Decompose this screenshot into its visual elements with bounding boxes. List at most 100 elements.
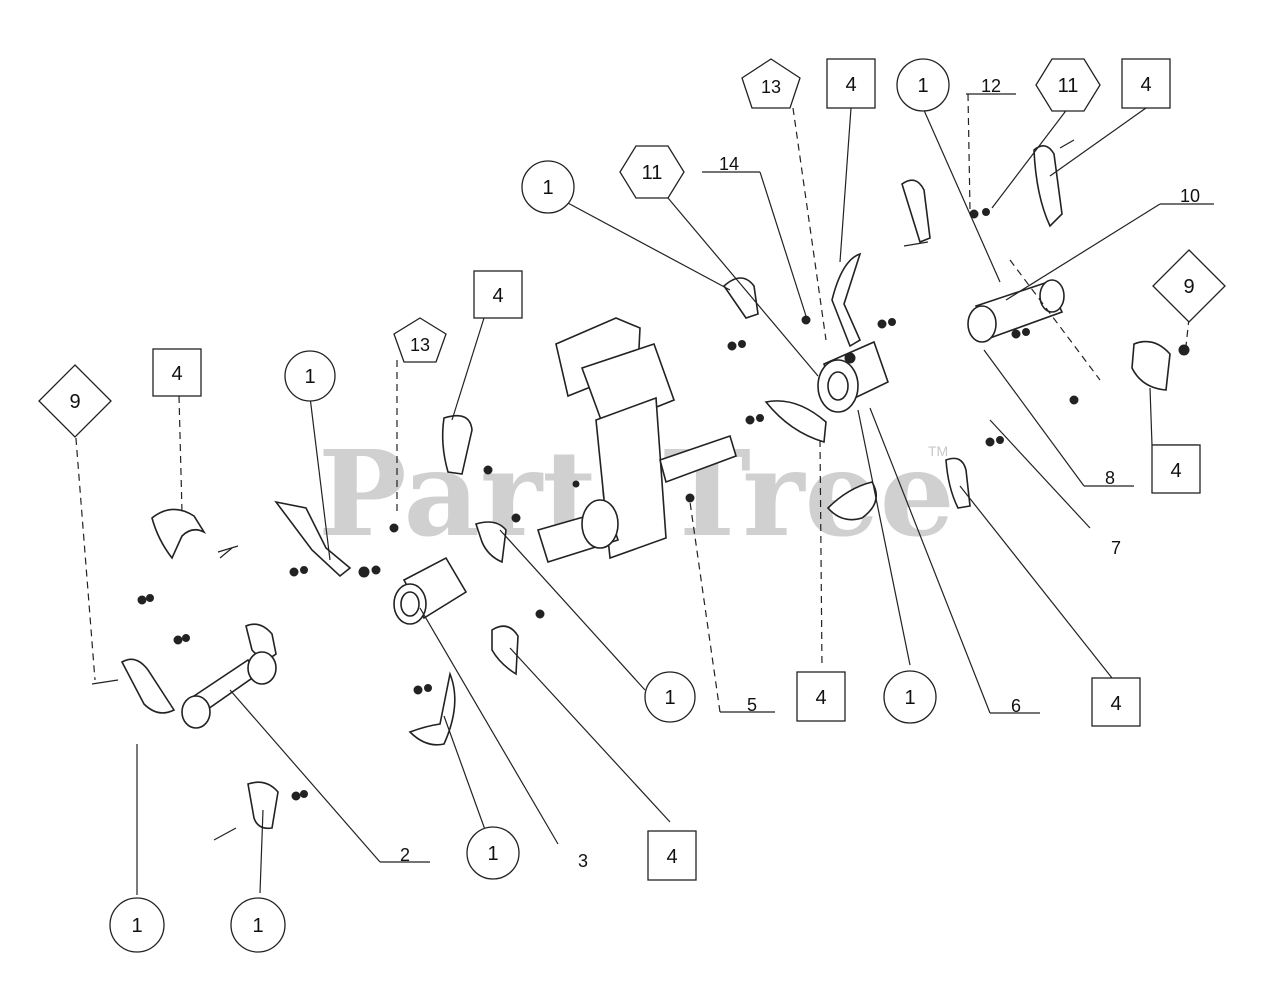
bolt-head [1178, 344, 1190, 356]
leader-6 [869, 407, 991, 714]
leader-9-left [74, 425, 96, 681]
bolt [91, 679, 119, 685]
bolt [219, 547, 233, 559]
svg-text:4: 4 [171, 363, 182, 385]
key [685, 493, 695, 503]
nut [745, 415, 755, 425]
nut [1069, 395, 1079, 405]
gearbox-top-plate [555, 317, 641, 398]
leader-4-right [1149, 387, 1153, 446]
watermark-tm: TM [928, 443, 948, 459]
svg-text:1: 1 [131, 915, 142, 937]
callout-4-g: 4 [1121, 58, 1171, 109]
leader-9-right [1185, 317, 1190, 347]
right-tine-assembly [901, 139, 1190, 509]
nut [358, 566, 370, 578]
svg-text:11: 11 [1058, 75, 1079, 97]
tine-blade [441, 414, 473, 475]
washer [996, 436, 1004, 444]
tine-blade [901, 179, 931, 244]
svg-text:4: 4 [1170, 460, 1181, 482]
callout-13-right: 13 [741, 58, 801, 109]
bolt [213, 827, 237, 841]
svg-text:4: 4 [1140, 74, 1151, 96]
svg-text:1: 1 [304, 366, 315, 388]
tine-blade [1131, 340, 1171, 391]
svg-text:1: 1 [917, 75, 928, 97]
callout-9-right: 9 [1152, 249, 1226, 323]
leader-11-center [667, 197, 819, 377]
callout-4-d: 4 [796, 671, 846, 722]
label-3: 3 [578, 851, 588, 871]
bolt [903, 241, 929, 247]
nut [511, 513, 521, 523]
washer [424, 684, 432, 692]
washer [1022, 328, 1030, 336]
leader-4-center-bottom [509, 647, 671, 823]
svg-text:1: 1 [664, 687, 675, 709]
tine-blade [247, 781, 279, 830]
leader-1-top-right [922, 107, 1001, 283]
callout-1-e: 1 [644, 671, 696, 723]
nut [291, 791, 301, 801]
washer [738, 340, 746, 348]
leader-1-center-right [499, 529, 646, 691]
input-shaft [659, 434, 737, 484]
tine-blade [120, 658, 176, 714]
leader-assembly-dash [1009, 259, 1101, 381]
pin [572, 480, 580, 488]
leader-4-center [451, 317, 485, 421]
label-5: 5 [747, 695, 757, 715]
label-14: 14 [719, 154, 739, 174]
label-2: 2 [400, 845, 410, 865]
svg-text:13: 13 [410, 335, 430, 355]
left-tine-assembly [91, 508, 308, 841]
leader-1-bottom-mid [259, 809, 264, 894]
tine-blade [831, 252, 862, 348]
tine-blade [826, 481, 878, 521]
bolt [1059, 139, 1075, 149]
callout-4-e: 4 [1091, 677, 1141, 727]
callout-4-f: 4 [826, 58, 876, 109]
leader-14 [759, 171, 807, 317]
callout-1-c: 1 [284, 350, 336, 402]
tine-blade [408, 671, 456, 746]
nut [801, 315, 811, 325]
nut [413, 685, 423, 695]
callout-11-center: 11 [619, 145, 685, 199]
nut [289, 567, 299, 577]
label-8: 8 [1105, 468, 1115, 488]
gearbox [536, 317, 737, 564]
svg-text:1: 1 [904, 687, 915, 709]
hub-bore-inner [827, 371, 849, 401]
svg-text:1: 1 [252, 915, 263, 937]
svg-text:4: 4 [492, 285, 503, 307]
label-6: 6 [1011, 696, 1021, 716]
label-12: 12 [981, 76, 1001, 96]
washer [300, 790, 308, 798]
svg-text:4: 4 [1110, 693, 1121, 715]
svg-text:4: 4 [815, 687, 826, 709]
tine-blade [151, 508, 207, 560]
leader-3 [419, 607, 559, 845]
svg-text:4: 4 [845, 74, 856, 96]
leader-1-upper [309, 396, 331, 561]
svg-text:4: 4 [666, 846, 677, 868]
callout-11-right: 11 [1035, 58, 1101, 112]
washer [756, 414, 764, 422]
nut [844, 352, 856, 364]
washer [371, 565, 381, 575]
washer [182, 634, 190, 642]
leader-1-bottom-right [857, 409, 911, 666]
leader-4-bottom-right [959, 485, 1113, 679]
callout-4-c: 4 [647, 830, 697, 881]
nut [1011, 329, 1021, 339]
tine-blade [722, 277, 759, 319]
leader-4-top [839, 107, 852, 263]
nut [483, 465, 493, 475]
shaft-end [1039, 279, 1065, 313]
nut [389, 523, 399, 533]
callout-1-g: 1 [521, 160, 575, 214]
nut [137, 595, 147, 605]
